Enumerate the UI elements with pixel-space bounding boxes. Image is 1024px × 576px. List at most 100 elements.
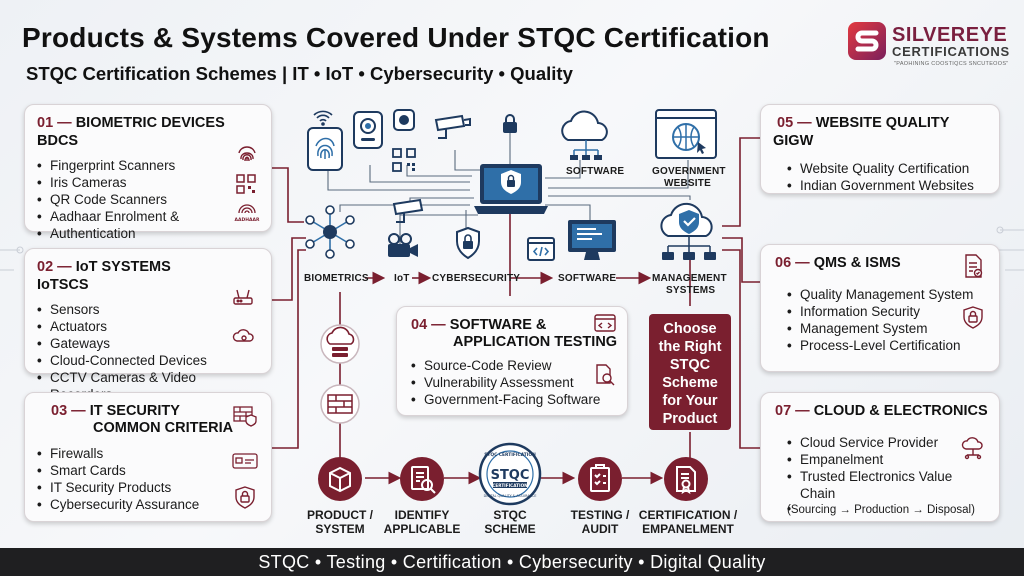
list-item: Empanelment bbox=[787, 451, 987, 468]
list-item: Fingerprint Scanners bbox=[37, 157, 259, 174]
logo-tagline: "PAOHINING COOSTIQCS SNCUTEOOS" bbox=[894, 61, 1009, 67]
qr-code-icon bbox=[236, 174, 256, 194]
logo-name: SILVEREYE bbox=[892, 24, 1008, 46]
stqc-certification-badge: STQC CERTIFICATION STQC CERTIFICATION DI… bbox=[478, 442, 542, 506]
code-window-icon bbox=[594, 314, 616, 332]
svg-text:AADHAAR: AADHAAR bbox=[235, 217, 260, 223]
card-cloud-electronics: 07 — CLOUD & ELECTRONICS Cloud Service P… bbox=[760, 392, 1000, 522]
list-item: Government-Facing Software bbox=[411, 391, 613, 408]
card-heading: 07 — CLOUD & ELECTRONICS bbox=[775, 403, 988, 419]
list-item: Trusted Electronics Value Chain bbox=[787, 468, 987, 502]
card-list: Sensors Actuators Gateways Cloud-Connect… bbox=[37, 301, 259, 403]
card-list: Website Quality Certification Indian Gov… bbox=[773, 160, 987, 194]
code-editor-icon bbox=[527, 237, 555, 261]
label-management: MANAGEMENT bbox=[652, 273, 727, 284]
step-testing-icon bbox=[578, 457, 622, 501]
cloud-network-icon bbox=[961, 437, 983, 460]
iris-camera-icon bbox=[353, 111, 383, 149]
list-item: Firewalls bbox=[37, 445, 259, 462]
document-check-icon bbox=[965, 254, 983, 278]
security-camera-icon bbox=[392, 198, 424, 223]
list-item: Indian Government Websites bbox=[787, 177, 987, 194]
card-heading: 01 — BIOMETRIC DEVICES bbox=[37, 115, 225, 131]
fingerprint-scanner-icon bbox=[307, 127, 343, 171]
video-camera-icon bbox=[388, 233, 418, 257]
label-software: SOFTWARE bbox=[566, 166, 625, 177]
step-product-icon bbox=[318, 457, 362, 501]
brick-firewall-icon bbox=[320, 384, 360, 424]
silvereye-logo: SILVEREYE CERTIFICATIONS "PAOHINING COOS… bbox=[848, 22, 1018, 67]
logo-sub: CERTIFICATIONS bbox=[892, 44, 1010, 59]
card-list: Source-Code Review Vulnerability Assessm… bbox=[411, 357, 613, 408]
fingerprint-icon bbox=[238, 146, 256, 162]
list-item: Aadhaar Enrolment & bbox=[37, 208, 259, 225]
lock-shield-icon bbox=[963, 306, 983, 329]
card-list: Firewalls Smart Cards IT Security Produc… bbox=[37, 445, 259, 513]
cloud-server-icon bbox=[320, 324, 360, 364]
list-item: QR Code Scanners bbox=[37, 191, 259, 208]
cloud-gear-icon bbox=[232, 329, 254, 342]
list-item: Cloud-Connected Devices bbox=[37, 352, 259, 369]
lock-shield-icon bbox=[235, 486, 255, 509]
router-icon bbox=[233, 289, 253, 305]
page-subtitle: STQC Certification Schemes | IT • IoT • … bbox=[26, 63, 573, 84]
scheme-code: BDCS bbox=[37, 133, 79, 149]
list-item: Information Security bbox=[787, 303, 987, 320]
webcam-icon bbox=[393, 109, 415, 131]
page-title: Products & Systems Covered Under STQC Ce… bbox=[22, 22, 770, 53]
svg-text:DIGITAL QUALITY & ASSURANCE: DIGITAL QUALITY & ASSURANCE bbox=[484, 494, 537, 498]
svg-text:STQC CERTIFICATION: STQC CERTIFICATION bbox=[484, 452, 536, 458]
qr-scanner-icon bbox=[392, 148, 416, 172]
globe-window-icon bbox=[655, 109, 717, 159]
cloud-shield-icon bbox=[660, 202, 716, 260]
list-item: Cloud Service Provider bbox=[787, 434, 987, 451]
step-label-testing: TESTING /AUDIT bbox=[570, 508, 630, 536]
list-item: Authentication bbox=[37, 225, 259, 242]
list-item: Vulnerability Assessment bbox=[411, 374, 613, 391]
step-label-product: PRODUCT /SYSTEM bbox=[307, 508, 373, 536]
label-iot: IoT bbox=[394, 273, 410, 284]
list-item: IT Security Products bbox=[37, 479, 259, 496]
list-item: Gateways bbox=[37, 335, 259, 352]
list-item: Smart Cards bbox=[37, 462, 259, 479]
list-item: (Sourcing → Production → Disposal) bbox=[787, 502, 987, 519]
label-systems: SYSTEMS bbox=[666, 285, 716, 296]
magnifier-doc-icon bbox=[596, 364, 615, 386]
scheme-code: GIGW bbox=[773, 133, 814, 149]
label-software-flow: SOFTWARE bbox=[558, 273, 617, 284]
list-item: Process-Level Certification bbox=[787, 337, 987, 354]
step-identify-icon bbox=[400, 457, 444, 501]
step-certification-icon bbox=[664, 457, 708, 501]
list-item: Website Quality Certification bbox=[787, 160, 987, 177]
firewall-icon bbox=[233, 406, 257, 427]
shield-lock-icon bbox=[456, 226, 480, 260]
network-hub-icon bbox=[305, 205, 355, 259]
card-heading: 02 — IoT SYSTEMS bbox=[37, 259, 171, 275]
card-list: Fingerprint Scanners Iris Cameras QR Cod… bbox=[37, 157, 259, 242]
label-biometrics: BIOMETRICS bbox=[304, 273, 369, 284]
card-website-quality: 05 — WEBSITE QUALITY GIGW Website Qualit… bbox=[760, 104, 1000, 194]
smart-card-icon bbox=[232, 453, 258, 469]
card-heading: 06 — QMS & ISMS bbox=[775, 255, 901, 271]
cctv-camera-icon bbox=[434, 114, 471, 139]
card-list: Quality Management System Information Se… bbox=[773, 286, 987, 354]
card-software-testing: 04 — SOFTWARE & APPLICATION TESTING Sour… bbox=[396, 306, 628, 416]
aadhaar-icon: AADHAAR bbox=[235, 204, 260, 223]
list-item: Cybersecurity Assurance bbox=[37, 496, 259, 513]
card-heading: 05 — WEBSITE QUALITY bbox=[777, 115, 950, 131]
list-item: Iris Cameras bbox=[37, 174, 259, 191]
card-it-security: 03 — IT SECURITY COMMON CRITERIA Firewal… bbox=[24, 392, 272, 522]
card-qms-isms: 06 — QMS & ISMS Quality Management Syste… bbox=[760, 244, 1000, 372]
label-website: WEBSITE bbox=[664, 178, 711, 189]
list-item: Actuators bbox=[37, 318, 259, 335]
svg-text:STQC: STQC bbox=[491, 468, 530, 483]
list-item: Sensors bbox=[37, 301, 259, 318]
cloud-network-icon bbox=[561, 110, 608, 160]
svg-text:CERTIFICATION: CERTIFICATION bbox=[492, 483, 528, 488]
padlock-icon bbox=[503, 114, 517, 133]
desktop-monitor-icon bbox=[568, 220, 616, 260]
list-item: Management System bbox=[787, 320, 987, 337]
